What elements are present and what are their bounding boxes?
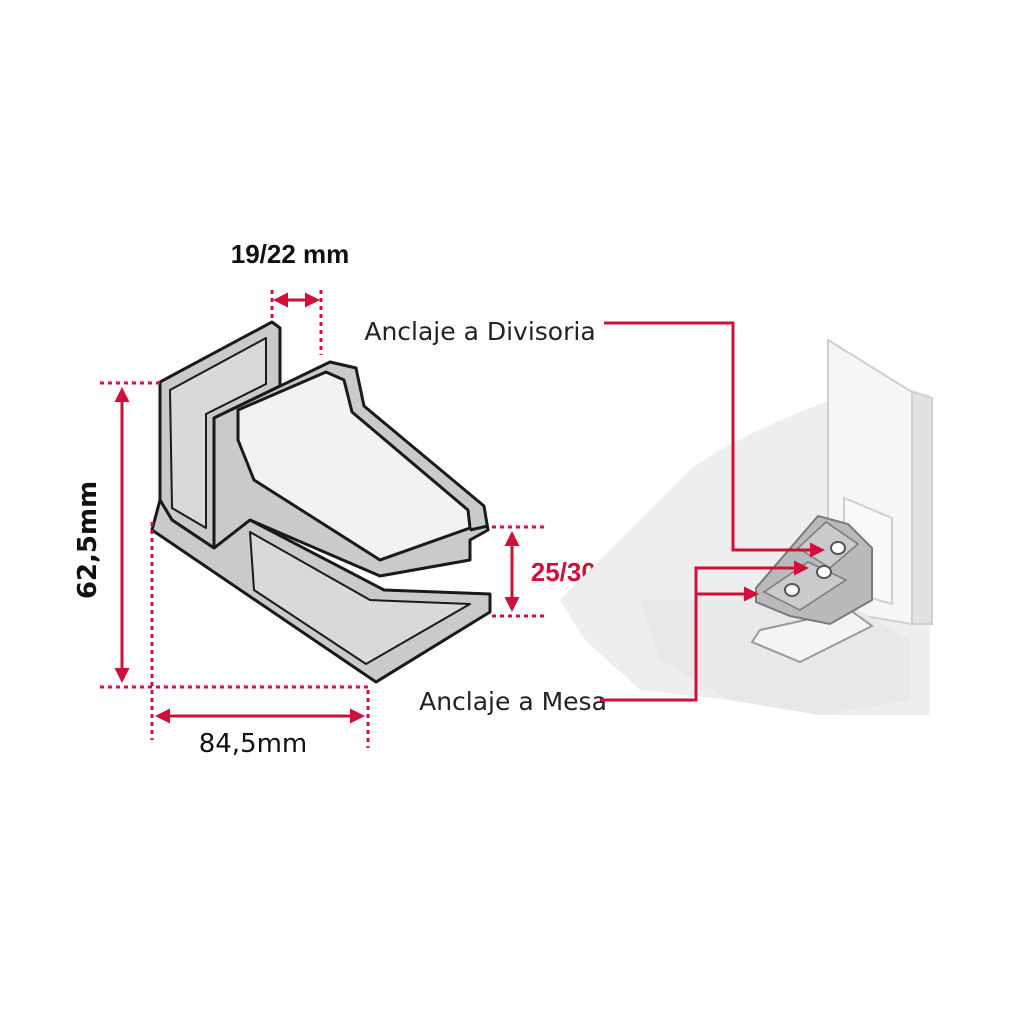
screw-hole-upper xyxy=(830,541,846,555)
dimension-thickness-label: 19/22 mm xyxy=(231,239,350,269)
bracket-plate-face xyxy=(169,337,267,529)
screw-hole-lower xyxy=(784,583,800,597)
dimension-depth-label: 84,5mm xyxy=(199,729,308,759)
callout-divider-label: Anclaje a Divisoria xyxy=(364,317,595,346)
dimension-depth: 84,5mm xyxy=(150,522,370,759)
dimension-height: 62,5mm xyxy=(73,381,372,689)
bracket-base-face xyxy=(249,531,471,665)
installation-scene xyxy=(560,338,933,715)
callout-divider-anchor: Anclaje a Divisoria xyxy=(364,317,825,558)
bracket-drawing xyxy=(150,320,492,684)
bracket-top-face xyxy=(236,370,472,562)
callout-table-anchor: Anclaje a Mesa xyxy=(419,560,809,716)
screw-hole-middle xyxy=(816,565,832,579)
dimension-height-label: 62,5mm xyxy=(73,481,103,599)
table-surface xyxy=(640,600,910,715)
divider-panel-side xyxy=(911,390,933,625)
callout-table-label: Anclaje a Mesa xyxy=(419,687,607,716)
dimension-thickness: 19/22 mm xyxy=(231,239,350,355)
bracket-notch xyxy=(469,524,489,532)
